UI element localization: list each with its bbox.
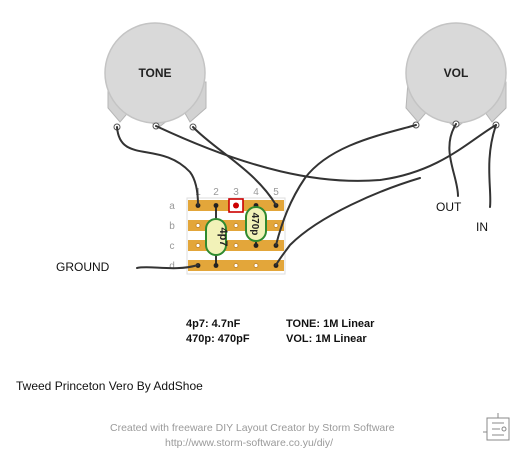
legend-cap1: 4p7: 4.7nF: [186, 318, 241, 330]
wire-tone-wiper: [155, 124, 497, 182]
credit-url[interactable]: http://www.storm-software.co.yu/diy/: [165, 437, 334, 449]
stripboard: [186, 197, 286, 275]
wire-tone-right: [192, 126, 277, 206]
column-label: 5: [273, 187, 279, 198]
legend-cap2: 470p: 470pF: [186, 333, 250, 345]
credit-line: Created with freeware DIY Layout Creator…: [110, 422, 395, 434]
tone-pot: TONE: [104, 22, 207, 131]
wire-vol-wiper: [448, 123, 459, 197]
wire-ground: [136, 264, 199, 270]
vol-pot: VOL: [405, 22, 507, 129]
wire-tone-left: [116, 126, 199, 206]
column-label: 3: [233, 187, 239, 198]
row-label: a: [169, 201, 175, 212]
wires: [116, 123, 497, 270]
wire-vol-left: [275, 124, 417, 246]
ground-label: GROUND: [56, 260, 110, 274]
row-label: b: [169, 221, 175, 232]
column-label: 4: [253, 187, 259, 198]
legend-vol: VOL: 1M Linear: [286, 333, 367, 345]
tone-pot-label: TONE: [138, 66, 171, 80]
capacitor-4p7: 4p7: [205, 218, 229, 256]
cap-4p7-label: 4p7: [217, 228, 229, 247]
out-label: OUT: [436, 200, 462, 214]
row-label: c: [170, 241, 175, 252]
vol-pot-label: VOL: [444, 66, 469, 80]
diagram-title: Tweed Princeton Vero By AddShoe: [16, 379, 203, 393]
in-label: IN: [476, 220, 488, 234]
legend-tone: TONE: 1M Linear: [286, 318, 375, 330]
row-label: d: [169, 261, 175, 272]
wire-vol-right: [488, 124, 497, 208]
dlc-logo-icon: [483, 413, 510, 441]
capacitor-470p: 470p: [245, 206, 267, 242]
wire-out: [275, 177, 421, 266]
cap-470p-label: 470p: [249, 213, 260, 236]
column-label: 2: [213, 187, 219, 198]
